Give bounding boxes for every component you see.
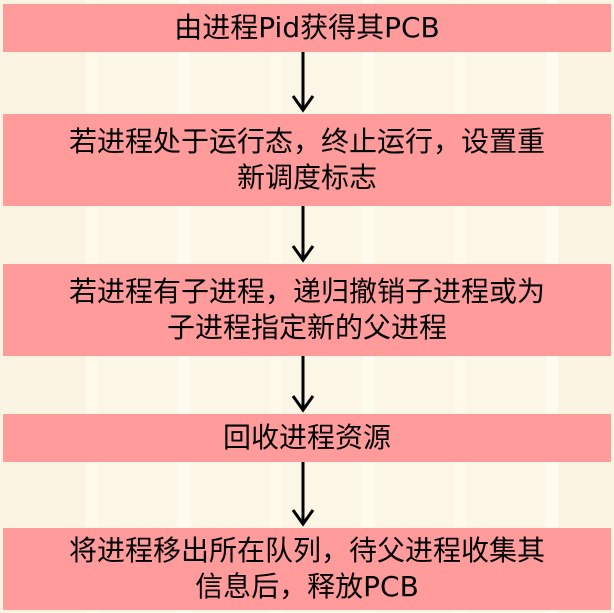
step-2-line-1: 若进程处于运行态，终止运行，设置重 — [68, 125, 545, 158]
step-4-box: 回收进程资源 — [3, 414, 611, 462]
arrow-4-to-5-icon — [291, 462, 315, 527]
step-4-text: 回收进程资源 — [222, 421, 391, 454]
step-2-box: 若进程处于运行态，终止运行，设置重 新调度标志 — [3, 114, 611, 206]
arrow-3-to-4-icon — [291, 356, 315, 413]
step-3-line-2: 子进程指定新的父进程 — [166, 311, 447, 344]
step-5-box: 将进程移出所在队列，待父进程收集其 信息后，释放PCB — [3, 528, 611, 610]
step-3-box: 若进程有子进程，递归撤销子进程或为 子进程指定新的父进程 — [3, 264, 611, 356]
step-5-line-2: 信息后，释放PCB — [195, 570, 419, 603]
step-1-text: 由进程Pid获得其PCB — [174, 11, 440, 44]
arrow-2-to-3-icon — [291, 206, 315, 263]
step-2-line-2: 新调度标志 — [236, 161, 377, 194]
step-5-line-1: 将进程移出所在队列，待父进程收集其 — [68, 534, 545, 567]
step-1-box: 由进程Pid获得其PCB — [3, 4, 611, 52]
step-3-line-1: 若进程有子进程，递归撤销子进程或为 — [68, 275, 545, 308]
arrow-1-to-2-icon — [291, 52, 315, 113]
